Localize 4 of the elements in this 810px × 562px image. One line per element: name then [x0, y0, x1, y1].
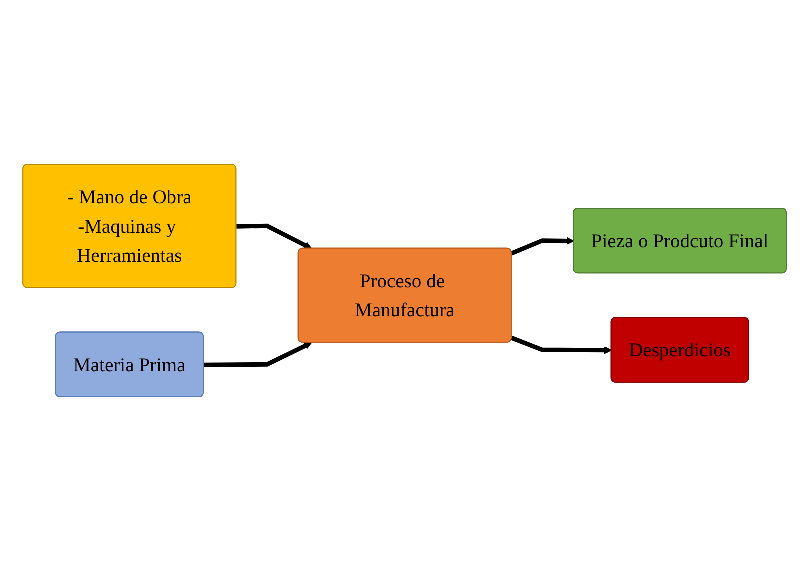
- arrow: [511, 237, 575, 256]
- arrow: [511, 336, 612, 355]
- arrow: [236, 224, 312, 250]
- arrow: [204, 342, 312, 368]
